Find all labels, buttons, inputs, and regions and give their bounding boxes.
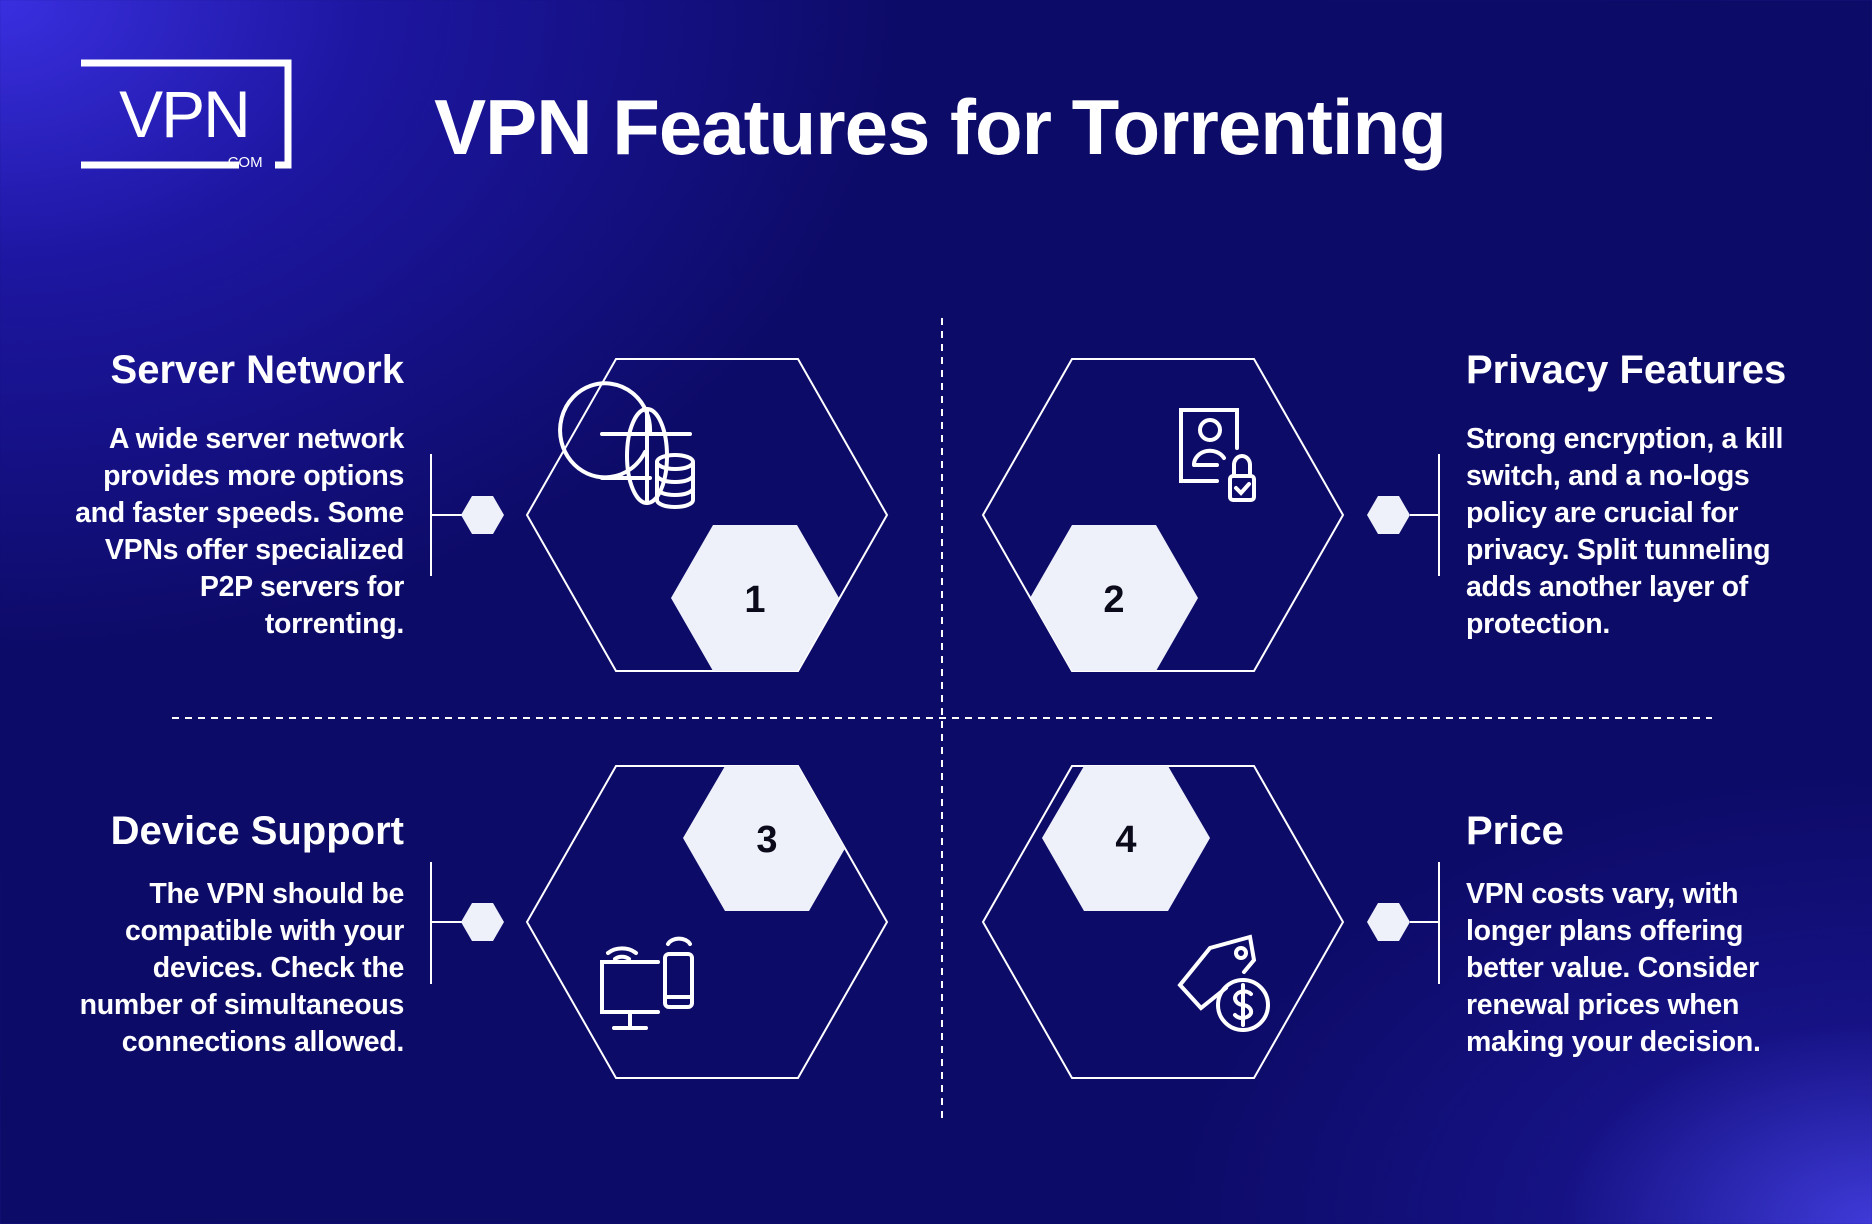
description-line: VPN costs vary, with <box>1466 878 1739 910</box>
description-line: A wide server network <box>108 423 404 455</box>
connector-2 <box>1367 454 1440 576</box>
feature-heading-privacy-features: Privacy Features <box>1466 348 1787 392</box>
number-badge-4 <box>1042 766 1210 911</box>
price-tag-icon <box>1177 934 1270 1032</box>
page-title: VPN Features for Torrenting <box>434 83 1447 171</box>
description-line: longer plans offering <box>1466 915 1744 947</box>
description-line: and faster speeds. Some <box>75 497 404 529</box>
feature-hexagon-3 <box>525 765 889 1079</box>
description-line: renewal prices when <box>1466 989 1740 1021</box>
feature-description-device-support: The VPN should be compatible with your d… <box>79 876 405 1061</box>
user-lock-icon <box>1179 408 1256 502</box>
feature-heading-server-network: Server Network <box>110 348 404 392</box>
svg-text:VPN: VPN <box>119 77 249 151</box>
svg-text:.COM: .COM <box>223 154 262 169</box>
feature-heading-device-support: Device Support <box>110 809 404 853</box>
number-badge-1 <box>671 525 839 671</box>
feature-heading-price: Price <box>1466 809 1564 853</box>
description-line: provides more options <box>103 460 404 492</box>
devices-icon <box>600 936 694 1030</box>
description-line: making your decision. <box>1466 1026 1761 1058</box>
globe-database-icon <box>558 381 695 509</box>
description-line: P2P servers for <box>199 571 404 603</box>
description-line: Strong encryption, a kill <box>1466 423 1784 455</box>
connector-4 <box>1367 862 1440 984</box>
number-badge-3 <box>683 766 851 911</box>
feature-description-price: VPN costs vary, with longer plans offeri… <box>1466 876 1761 1061</box>
number-badge-2 <box>1030 525 1198 671</box>
connector-3 <box>430 862 504 984</box>
description-line: devices. Check the <box>152 952 405 984</box>
badge-number-1: 1 <box>744 579 765 621</box>
description-line: privacy. Split tunneling <box>1466 534 1771 566</box>
description-line: compatible with your <box>124 915 404 947</box>
feature-description-privacy-features: Strong encryption, a kill switch, and a … <box>1466 421 1783 643</box>
badge-number-4: 4 <box>1115 819 1136 861</box>
description-line: policy are crucial for <box>1466 497 1739 529</box>
vpn-logo: VPN .COM <box>81 59 292 169</box>
description-line: number of simultaneous <box>79 989 405 1021</box>
badge-number-3: 3 <box>756 819 777 861</box>
description-line: connections allowed. <box>121 1026 405 1058</box>
feature-description-server-network: A wide server network provides more opti… <box>75 421 404 643</box>
feature-hexagon-1 <box>525 358 889 672</box>
feature-hexagon-4 <box>981 765 1345 1079</box>
description-line: The VPN should be <box>149 878 404 910</box>
description-line: better value. Consider <box>1466 952 1759 984</box>
connector-1 <box>430 454 504 576</box>
description-line: adds another layer of <box>1466 571 1748 603</box>
description-line: torrenting. <box>264 608 404 640</box>
description-line: switch, and a no-logs <box>1466 460 1750 492</box>
description-line: VPNs offer specialized <box>104 534 404 566</box>
badge-number-2: 2 <box>1103 579 1124 621</box>
description-line: protection. <box>1466 608 1610 640</box>
